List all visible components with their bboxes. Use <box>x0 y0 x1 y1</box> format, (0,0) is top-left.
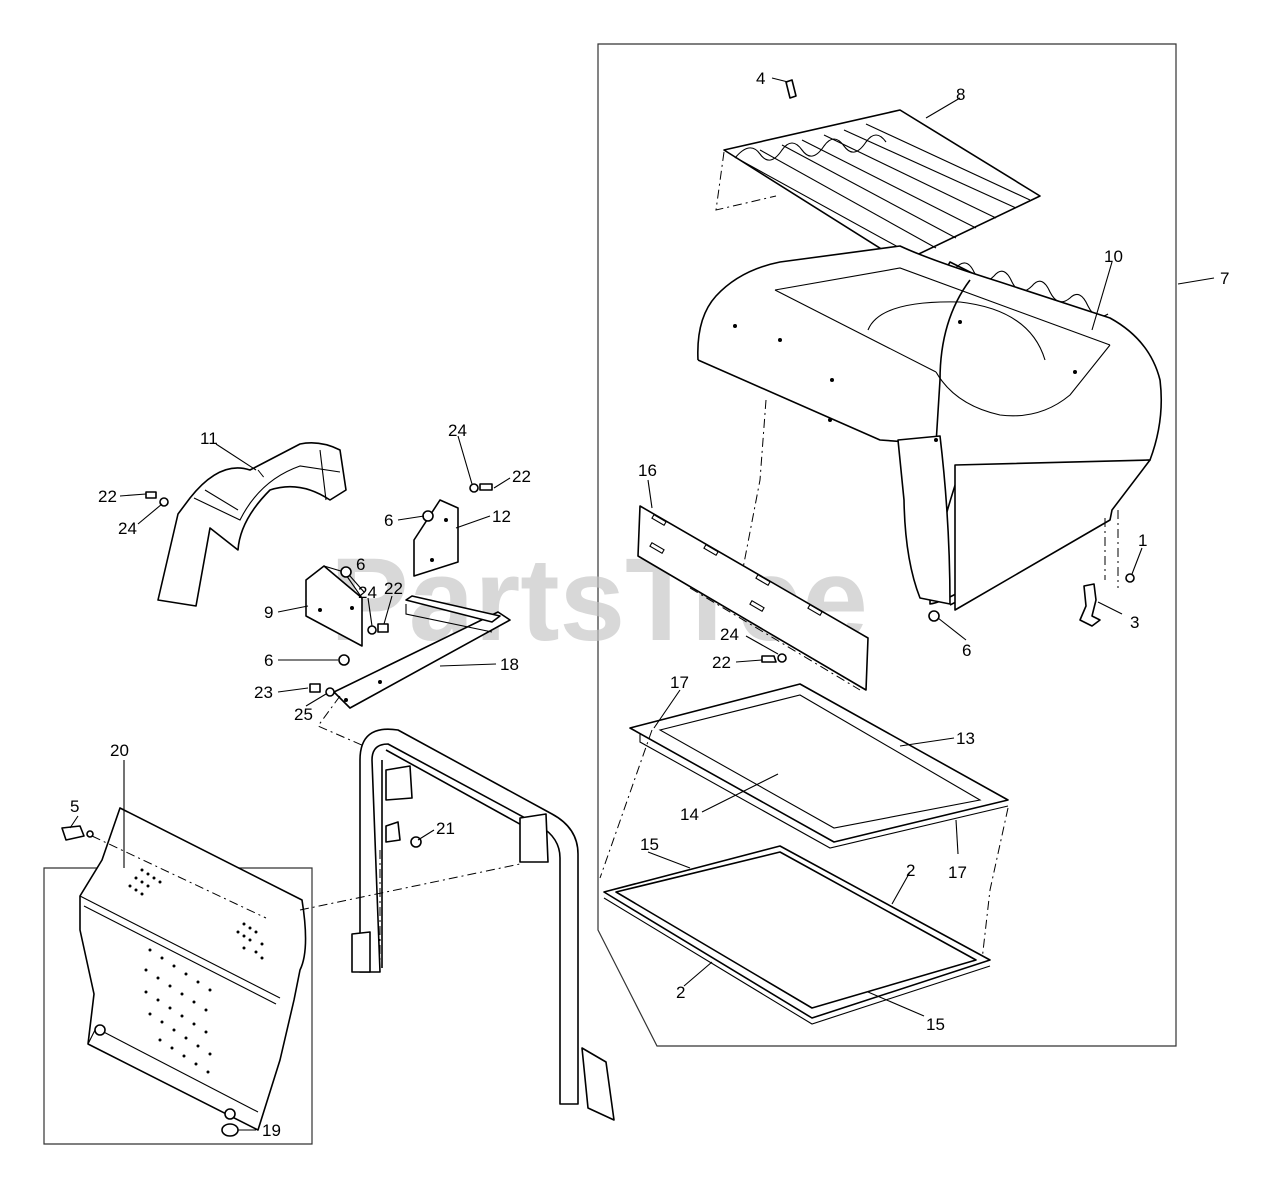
part-24-washer-plate[interactable] <box>777 653 787 663</box>
callout-24: 24 <box>118 519 137 538</box>
part-15-bottom-frame[interactable] <box>603 845 991 1025</box>
callout-25: 25 <box>294 705 313 724</box>
part-5-knob[interactable] <box>61 825 94 841</box>
part-1-pin[interactable] <box>1125 573 1135 583</box>
part-18-rail[interactable] <box>333 595 511 709</box>
part-24-washer-top[interactable] <box>469 483 479 493</box>
callout-19: 19 <box>262 1121 281 1140</box>
part-22-bolt-mid[interactable] <box>377 623 389 633</box>
callout-20: 20 <box>110 741 129 760</box>
bagger-assembly-frame <box>597 43 1177 1047</box>
part-6-nut-bag[interactable] <box>928 610 940 622</box>
part-4-rivet[interactable] <box>785 79 797 99</box>
callout-22: 22 <box>512 467 531 486</box>
callout-21: 21 <box>436 819 455 838</box>
part-23-bolt[interactable] <box>309 683 321 693</box>
callout-14: 14 <box>680 805 699 824</box>
part-19-grommet[interactable] <box>221 1123 239 1137</box>
callout-11: 11 <box>200 429 218 448</box>
part-21-handle-frame[interactable] <box>317 695 615 1121</box>
callout-16: 16 <box>638 461 657 480</box>
callout-22: 22 <box>384 579 403 598</box>
part-24-washer-mid[interactable] <box>367 625 377 635</box>
callout-6: 6 <box>962 641 971 660</box>
part-13-frame-tray[interactable] <box>599 683 1009 961</box>
part-22-bolt-left[interactable] <box>145 491 157 499</box>
part-6-nut-lower[interactable] <box>338 654 350 666</box>
callout-6: 6 <box>384 511 393 530</box>
callout-24: 24 <box>448 421 467 440</box>
part-25-washer[interactable] <box>325 687 335 697</box>
part-22-bolt-plate[interactable] <box>761 655 777 663</box>
part-7-bag-body[interactable] <box>697 245 1163 611</box>
callout-8: 8 <box>956 85 965 104</box>
part-8-corrugated-cover[interactable] <box>715 109 1041 263</box>
callout-24: 24 <box>720 625 739 644</box>
part-9-bracket[interactable] <box>305 565 363 647</box>
callout-1: 1 <box>1138 531 1147 550</box>
callout-17: 17 <box>948 863 967 882</box>
callout-24: 24 <box>358 583 377 602</box>
callout-leaders <box>69 77 1215 1131</box>
callout-6: 6 <box>264 651 273 670</box>
part-6-nut-mid[interactable] <box>340 566 352 578</box>
shield-perforations <box>128 868 264 1074</box>
part-6-nut-upper[interactable] <box>422 510 434 522</box>
callout-13: 13 <box>956 729 975 748</box>
callout-12: 12 <box>492 507 511 526</box>
callout-22: 22 <box>98 487 117 506</box>
part-3-latch[interactable] <box>1079 583 1101 627</box>
callout-7: 7 <box>1220 269 1229 288</box>
callout-22: 22 <box>712 653 731 672</box>
callout-15: 15 <box>926 1015 945 1034</box>
callout-10: 10 <box>1104 247 1123 266</box>
callout-2: 2 <box>676 983 685 1002</box>
part-16-plate[interactable] <box>637 505 869 691</box>
part-20-shield[interactable] <box>79 807 521 1131</box>
part-22-bolt-top[interactable] <box>479 483 493 491</box>
callout-6: 6 <box>356 555 365 574</box>
callout-2: 2 <box>906 861 915 880</box>
callout-17: 17 <box>670 673 689 692</box>
callout-5: 5 <box>70 797 79 816</box>
callout-18: 18 <box>500 655 519 674</box>
callout-23: 23 <box>254 683 273 702</box>
callout-3: 3 <box>1130 613 1139 632</box>
part-11-deflector[interactable] <box>157 442 347 607</box>
callout-4: 4 <box>756 69 765 88</box>
part-12-bracket[interactable] <box>413 499 459 577</box>
callout-15: 15 <box>640 835 659 854</box>
callout-9: 9 <box>264 603 273 622</box>
callout-labels: 4 8 10 7 11 24 22 22 24 6 12 6 16 1 9 24… <box>70 69 1229 1140</box>
